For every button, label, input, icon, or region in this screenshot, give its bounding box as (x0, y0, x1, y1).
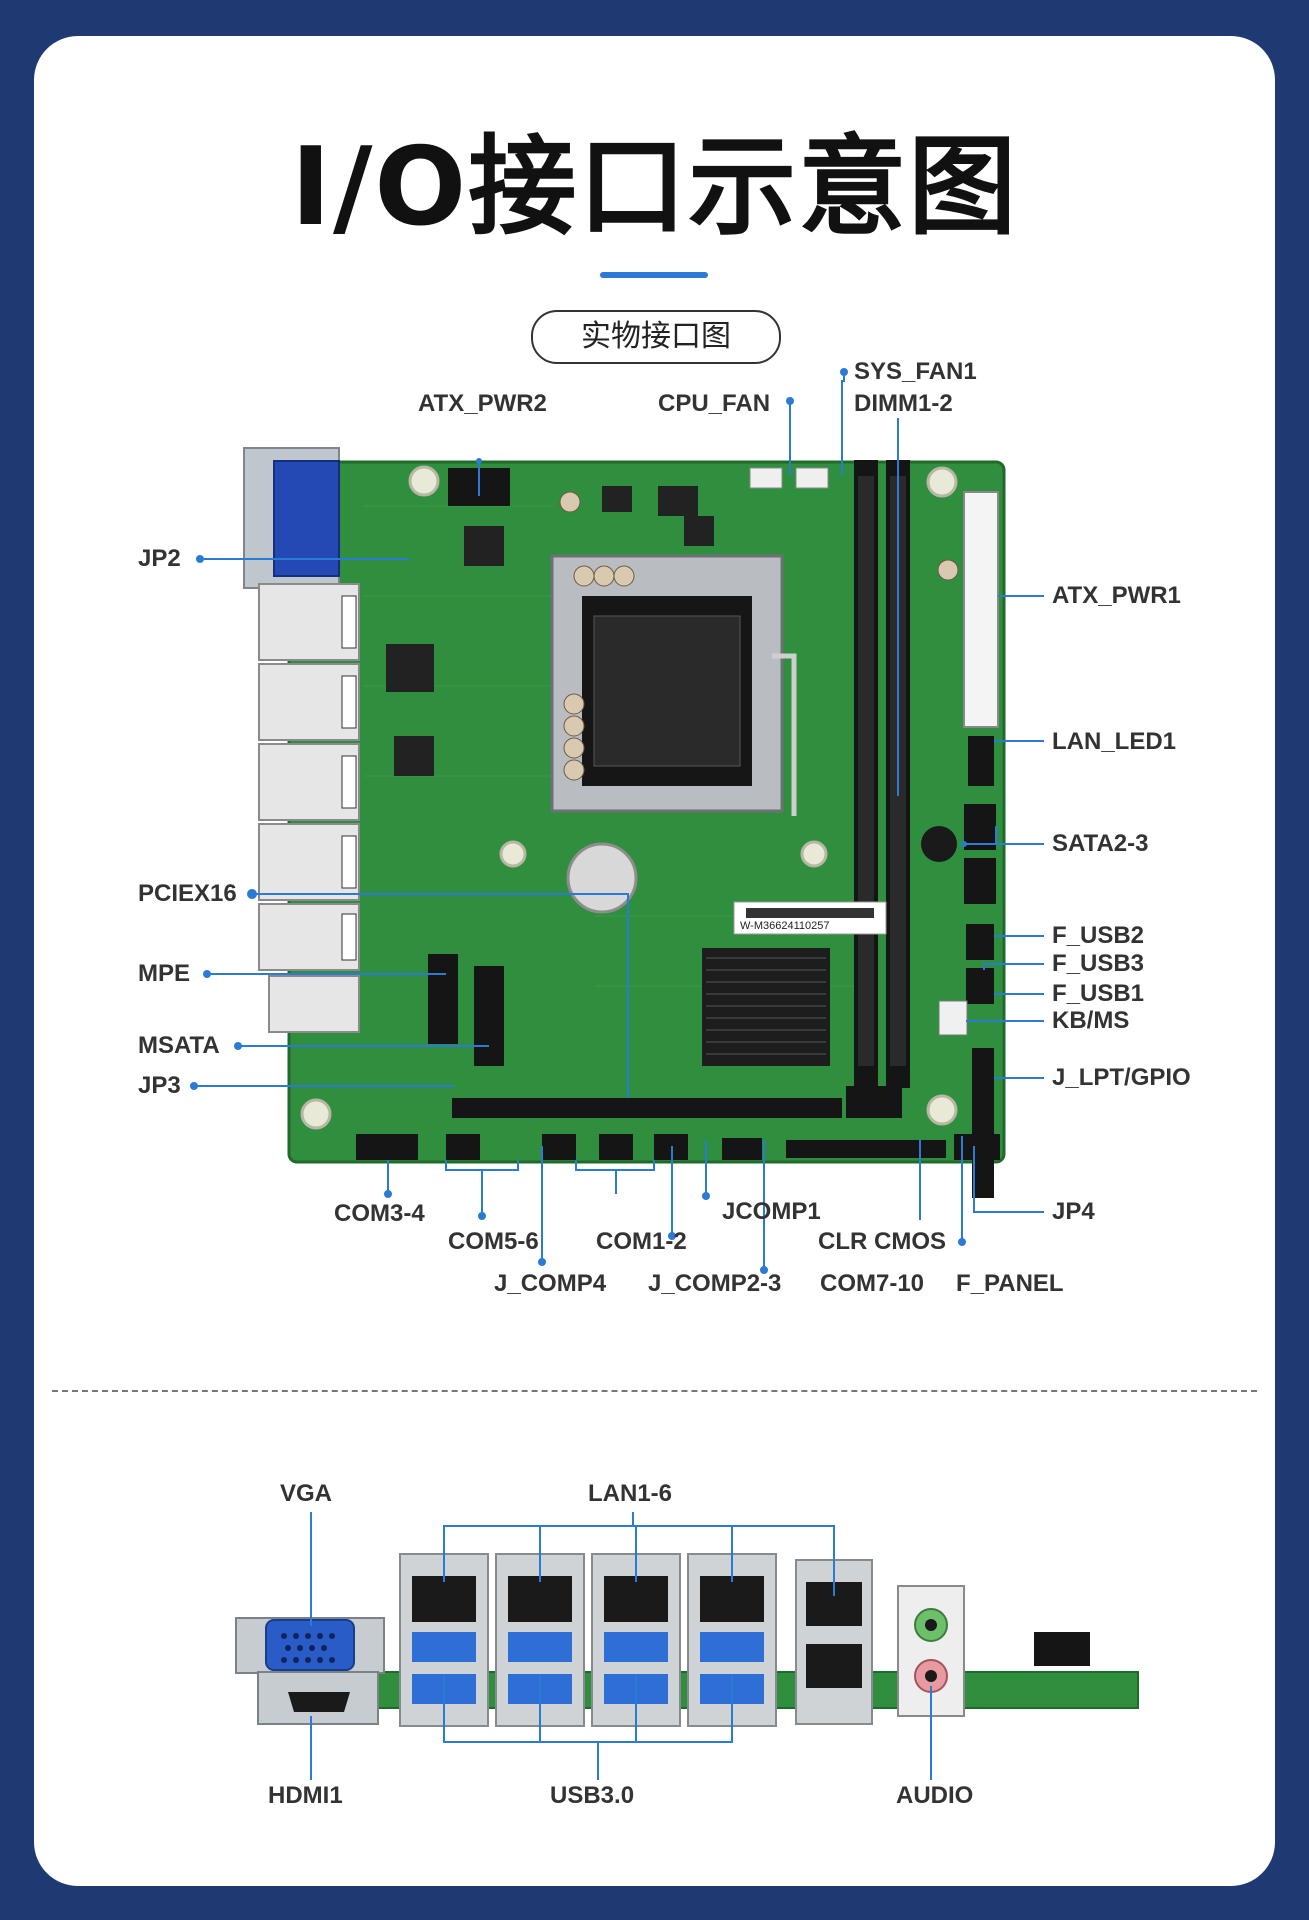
label-j-lpt-gpio: J_LPT/GPIO (1052, 1064, 1191, 1091)
label-f-panel: F_PANEL (956, 1270, 1064, 1297)
label-atx-pwr2: ATX_PWR2 (418, 390, 547, 417)
label-sata2-3: SATA2-3 (1052, 830, 1149, 857)
cmos-battery (566, 842, 638, 914)
mounting-hole-icon (926, 1094, 958, 1126)
label-jp4: JP4 (1052, 1198, 1095, 1225)
label-hdmi1: HDMI1 (268, 1782, 343, 1809)
label-jp3: JP3 (138, 1072, 181, 1099)
content-card: I/O接口示意图 实物接口图 (34, 36, 1275, 1886)
label-com5-6: COM5-6 (448, 1228, 539, 1255)
label-mpe: MPE (138, 960, 191, 987)
section-divider (52, 1390, 1257, 1392)
label-f-usb1: F_USB1 (1052, 980, 1145, 1007)
label-j-comp4: J_COMP4 (494, 1270, 607, 1297)
msata-slot (474, 966, 504, 1066)
serial-number: W-M36624110257 (740, 920, 830, 932)
label-dimm1-2: DIMM1-2 (854, 390, 953, 417)
audio-jack-block (897, 1585, 965, 1717)
motherboard-diagram (190, 368, 1139, 1780)
subtitle-badge: 实物接口图 (531, 310, 781, 364)
label-pciex16: PCIEX16 (138, 880, 237, 907)
page-title: I/O接口示意图 (290, 125, 1019, 250)
label-com1-2: COM1-2 (596, 1228, 687, 1255)
mounting-hole-icon (499, 840, 527, 868)
label-jcomp1: JCOMP1 (722, 1198, 821, 1225)
label-usb3: USB3.0 (550, 1782, 635, 1809)
label-vga: VGA (280, 1480, 333, 1507)
label-jp2: JP2 (138, 545, 181, 572)
label-kb-ms: KB/MS (1052, 1007, 1130, 1034)
label-sys-fan1: SYS_FAN1 (854, 358, 977, 385)
label-f-usb2: F_USB2 (1052, 922, 1145, 949)
label-audio: AUDIO (896, 1782, 974, 1809)
mpe-slot (428, 954, 458, 1044)
label-com3-4: COM3-4 (334, 1200, 425, 1227)
mounting-hole-icon (800, 840, 828, 868)
mounting-hole-icon (300, 1098, 332, 1130)
mounting-hole-icon (408, 465, 440, 497)
label-com7-10: COM7-10 (820, 1270, 925, 1297)
mounting-hole-icon (926, 466, 958, 498)
label-lan1-6: LAN1-6 (588, 1480, 673, 1507)
audio-port-board (268, 975, 360, 1033)
label-msata: MSATA (138, 1032, 220, 1059)
label-f-usb3: F_USB3 (1052, 950, 1145, 977)
vga-port (265, 1619, 355, 1671)
label-j-comp2-3: J_COMP2-3 (648, 1270, 782, 1297)
label-atx-pwr1: ATX_PWR1 (1052, 582, 1181, 609)
label-clr-cmos: CLR CMOS (818, 1228, 946, 1255)
hdmi-port (288, 1692, 350, 1712)
label-cpu-fan: CPU_FAN (658, 390, 771, 417)
pciex16-slot (452, 1098, 842, 1118)
atx-pwr1-connector (963, 491, 999, 728)
title-underline (600, 272, 708, 278)
label-lan-led1: LAN_LED1 (1052, 728, 1177, 755)
